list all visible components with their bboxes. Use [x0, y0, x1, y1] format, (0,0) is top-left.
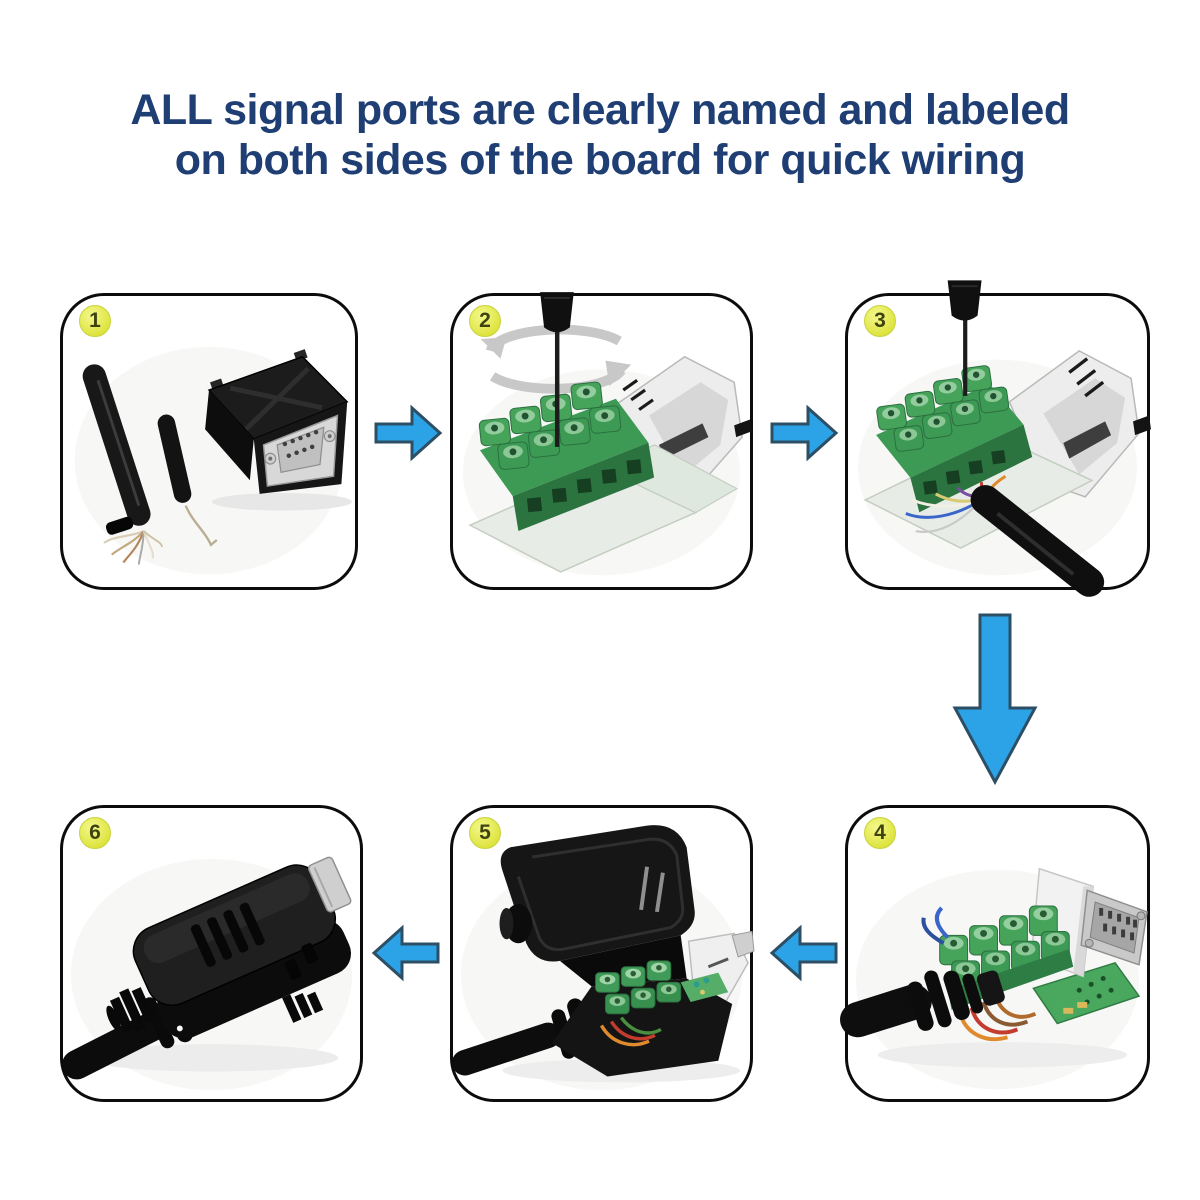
terminal-screws-back	[876, 365, 993, 431]
step3-photo	[857, 280, 1151, 597]
step-number-badge: 4	[864, 817, 896, 849]
step-panel-3: 3	[845, 280, 1151, 597]
arrow-left-icon-step5-to-step6	[371, 924, 440, 982]
page-title: ALL signal ports are clearly named and l…	[0, 86, 1200, 186]
step-number-badge: 5	[469, 817, 501, 849]
terminal-block-graphic	[595, 960, 729, 1015]
step-panel-1: 1	[60, 293, 358, 590]
green-pcb-graphic	[1032, 961, 1141, 1025]
terminal-screws-back	[478, 381, 603, 447]
wire-loops-graphic	[599, 1016, 662, 1047]
screwdriver-graphic	[947, 280, 982, 396]
grip-slots	[190, 902, 265, 967]
rotation-arrows-icon	[480, 324, 632, 394]
db9-male-connector-graphic	[1080, 889, 1148, 966]
arrow-right-icon-step2-to-step3	[770, 404, 839, 462]
arrow-left-icon-step4-to-step5	[769, 924, 838, 982]
press-marks	[622, 378, 654, 411]
step-number-badge: 1	[79, 305, 111, 337]
screwdriver-graphic	[540, 292, 574, 447]
thumbscrew	[106, 987, 156, 1033]
step-panel-4: 4	[840, 805, 1150, 1102]
cable-with-wires-graphic	[905, 475, 1105, 597]
step1-photo	[74, 346, 353, 575]
step5-photo	[452, 825, 755, 1091]
step-panel-6: 6	[60, 805, 363, 1102]
connector-tip	[308, 856, 352, 913]
press-marks	[1068, 357, 1105, 398]
terminal-board-graphic	[468, 381, 739, 573]
arrow-right-icon-step1-to-step2	[374, 404, 443, 462]
thumbscrew-2	[282, 991, 324, 1023]
white-db9-shell-graphic	[1008, 350, 1151, 498]
db9-pin-holes	[282, 429, 319, 458]
step-number-badge: 3	[864, 305, 896, 337]
housing-lid-graphic	[499, 825, 695, 962]
terminal-screws-front	[497, 405, 622, 470]
short-cable-graphic	[157, 414, 218, 547]
step-number-badge: 6	[79, 817, 111, 849]
connector-body-graphic	[106, 856, 352, 1039]
step-number-badge: 2	[469, 305, 501, 337]
step-panel-2: 2	[450, 292, 753, 590]
cable-strain-relief-graphic	[840, 970, 1005, 1038]
page-title-line1: ALL signal ports are clearly named and l…	[130, 86, 1070, 134]
arrow-down-icon-step3-to-step4	[952, 613, 1038, 786]
db9-housing-graphic	[205, 349, 349, 494]
stripped-cable-graphic	[82, 364, 164, 565]
step2-photo	[462, 292, 752, 576]
step-panel-5: 5	[450, 805, 755, 1102]
terminal-screws-front	[893, 386, 1010, 452]
step6-photo	[62, 856, 353, 1091]
page-title-line2: on both sides of the board for quick wir…	[174, 135, 1026, 184]
step4-photo	[840, 867, 1148, 1090]
